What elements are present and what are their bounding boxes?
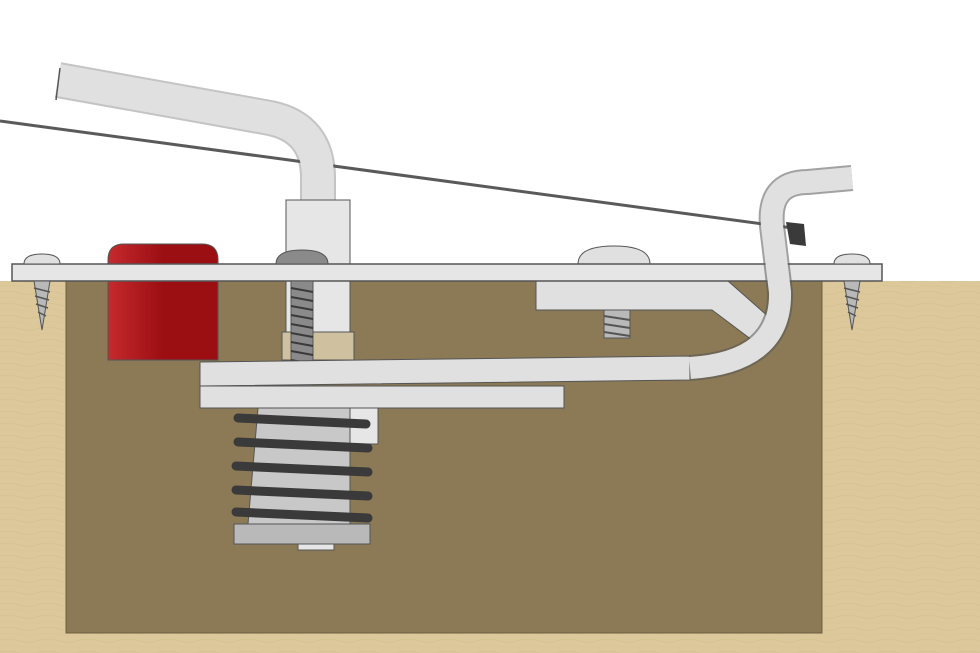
spring-coil — [231, 507, 373, 523]
screw-thread — [290, 332, 314, 338]
screw-thread — [290, 350, 314, 356]
spring-base-nub — [297, 543, 335, 551]
compression-spring — [231, 413, 373, 523]
string-anchor — [786, 222, 806, 246]
string — [0, 119, 801, 231]
screw-thread — [290, 341, 314, 347]
top-plate — [11, 263, 883, 282]
spring-coil — [231, 461, 373, 477]
right-wood-screw — [833, 253, 871, 331]
upper-bar — [199, 355, 691, 387]
spring-base-plate — [233, 523, 371, 545]
left-wood-screw — [23, 253, 61, 331]
spring-coil — [233, 413, 371, 429]
tremolo-arm — [54, 62, 336, 205]
stop-block — [107, 243, 219, 361]
screw-thread — [290, 296, 314, 302]
adjustment-screw-head — [275, 249, 329, 265]
hook-arm — [688, 165, 854, 381]
screw-thread — [290, 314, 314, 320]
lower-bar — [199, 385, 565, 409]
screw-thread — [290, 305, 314, 311]
pan-head-screw — [577, 245, 651, 339]
spring-coil — [231, 485, 373, 501]
screw-thread — [290, 323, 314, 329]
screw-thread — [290, 287, 314, 293]
spring-coil — [233, 437, 373, 453]
